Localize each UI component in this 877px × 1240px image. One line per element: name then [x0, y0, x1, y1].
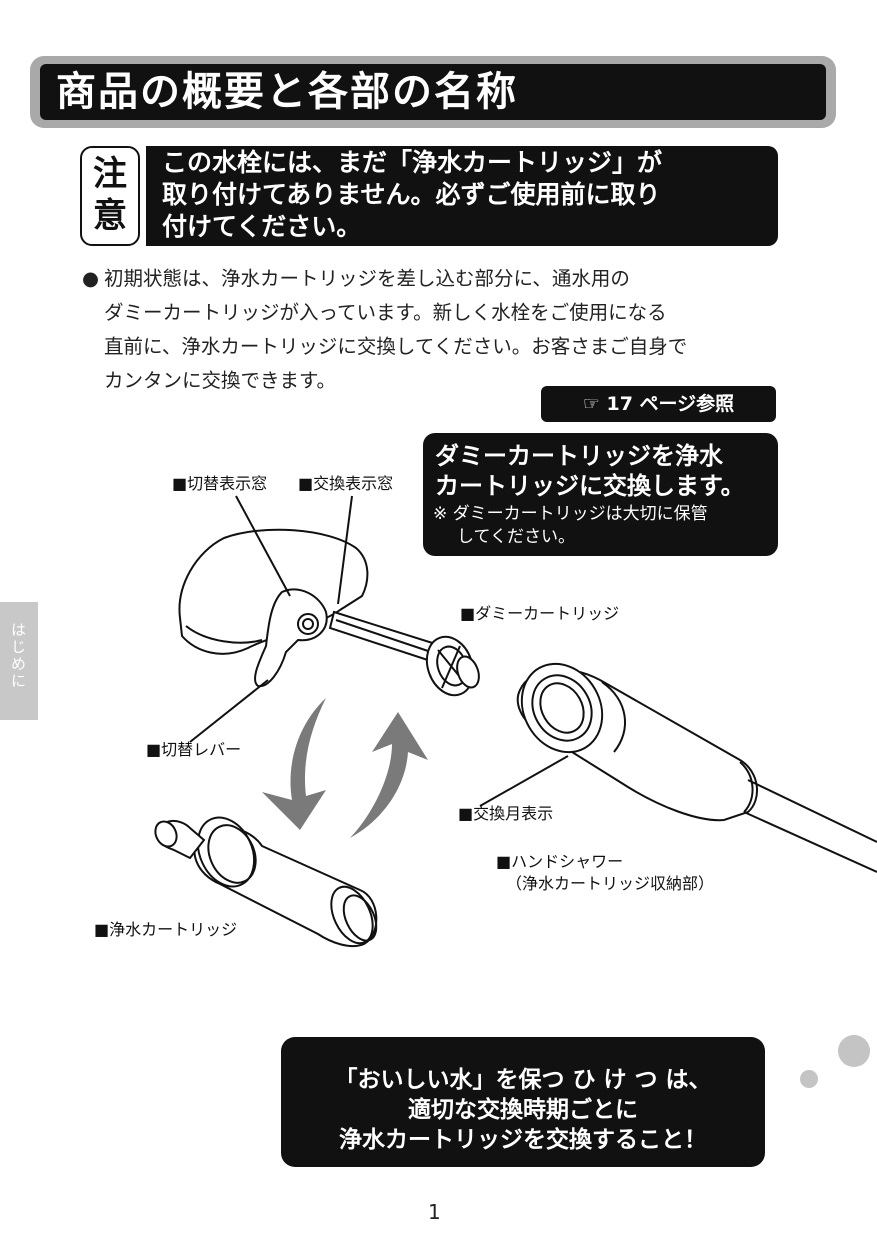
- hand-shower-mouth: [520, 662, 604, 754]
- label-exchange-month: ■交換月表示: [458, 804, 554, 823]
- bullet-icon: ●: [82, 267, 100, 290]
- label-exchange-window: ■交換表示窓: [298, 474, 394, 493]
- page-reference-badge[interactable]: ☞ 17 ページ参照: [541, 386, 776, 422]
- label-filter-cartridge: ■浄水カートリッジ: [94, 920, 238, 939]
- label-hand-shower: ■ハンドシャワー: [496, 852, 624, 871]
- tip-line-3: 浄水カートリッジを交換すること！: [339, 1127, 707, 1153]
- tip-box: 「おいしい水」を保つ ひ け つ は、 適切な交換時期ごとに 浄水カートリッジを…: [281, 1037, 765, 1167]
- caution-badge: 注 意: [80, 146, 140, 246]
- exchange-callout: ダミーカートリッジを浄水 カートリッジに交換します。 ※ ダミーカートリッジは大…: [423, 433, 778, 556]
- intro-line-3: 直前に、浄水カートリッジに交換してください。お客さまご自身で: [104, 335, 688, 358]
- title-bar: [40, 64, 826, 120]
- caution-line-1: この水栓には、まだ「浄水カートリッジ」が: [162, 148, 663, 177]
- leader-exchange-window: [337, 495, 353, 605]
- caution-char-2: 意: [93, 196, 127, 236]
- up-arrow-icon: [350, 712, 428, 838]
- hose: [747, 779, 877, 843]
- callout-note-1: ※ ダミーカートリッジは大切に保管: [433, 504, 708, 524]
- intro-line-1: 初期状態は、浄水カートリッジを差し込む部分に、通水用の: [104, 267, 630, 290]
- leader-lever: [189, 679, 269, 743]
- spout-rim: [185, 625, 263, 644]
- decor-dot-small: [800, 1070, 818, 1088]
- caution-panel: [146, 146, 778, 246]
- leader-switch-window: [235, 495, 291, 597]
- decor-dot-large: [838, 1035, 870, 1067]
- label-hand-shower-note: （浄水カートリッジ収納部）: [506, 874, 715, 893]
- side-tab-label: はじめに: [9, 622, 27, 690]
- down-arrow-icon: [262, 698, 326, 830]
- page-number: 1: [428, 1200, 441, 1224]
- callout-line-2: カートリッジに交換します。: [435, 472, 745, 500]
- spout-head: [178, 528, 369, 655]
- exchange-arrows: [262, 698, 428, 838]
- label-switch-lever: ■切替レバー: [146, 740, 242, 759]
- page-title: 商品の概要と各部の名称: [56, 69, 518, 115]
- caution-line-2: 取り付けてありません。必ずご使用前に取り: [162, 180, 661, 209]
- label-dummy-cartridge: ■ダミーカートリッジ: [460, 604, 620, 623]
- callout-line-1: ダミーカートリッジを浄水: [435, 442, 723, 470]
- tip-line-1: 「おいしい水」を保つ ひ け つ は、: [334, 1067, 712, 1093]
- side-tab[interactable]: はじめに: [0, 602, 38, 720]
- intro-line-2: ダミーカートリッジが入っています。新しく水栓をご使用になる: [104, 301, 667, 324]
- caution-line-3: 付けてください。: [162, 212, 362, 241]
- dummy-shaft: [328, 610, 444, 666]
- leader-exchange-month: [479, 755, 569, 807]
- tip-line-2: 適切な交換時期ごとに: [408, 1097, 638, 1123]
- intro-line-4: カンタンに交換できます。: [104, 369, 337, 392]
- caution-char-1: 注: [93, 154, 127, 194]
- callout-note-2: してください。: [457, 527, 575, 547]
- label-switch-window: ■切替表示窓: [172, 474, 268, 493]
